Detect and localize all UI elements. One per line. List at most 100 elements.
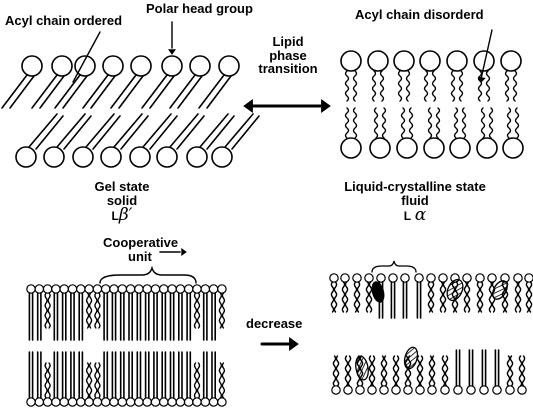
polar-head-lower [52,398,60,406]
wavy-tail [464,282,466,312]
wavy-tail [198,293,200,328]
wavy-tail [345,356,347,386]
polar-head-upper [201,285,209,293]
polar-head-upper [353,274,361,282]
gel-state-symbol: Lβ′ [95,207,150,225]
polar-head-upper [488,274,496,282]
wavy-tail [369,282,371,312]
wavy-tail [334,282,336,312]
wavy-tail [399,71,402,101]
polar-head-lower [397,138,417,158]
polar-head-lower [143,398,151,406]
polar-head-lower [60,398,68,406]
tail-line [64,116,91,149]
tail-line [232,116,259,149]
polar-head-lower [160,398,168,406]
polar-head-lower [101,147,121,167]
wavy-tail [410,108,413,138]
gel-state-label: Gel state solid Lβ′ [95,180,150,225]
wavy-tail [354,108,357,138]
wavy-tail [90,363,92,398]
wavy-tail [98,293,100,328]
transition-line-2: phase [258,49,317,63]
polar-head-upper [93,285,101,293]
wavy-tail [516,108,519,138]
tail-line [143,114,171,147]
wavy-tail [383,108,386,138]
wavy-tail [198,363,200,398]
polar-head-lower [209,398,217,406]
polar-head-upper [176,285,184,293]
polar-head-upper [219,56,239,76]
tail-line [200,114,228,147]
liquid-state-line-1: Liquid-crystalline state [344,180,486,194]
wavy-tail [354,71,357,101]
wavy-tail [477,282,479,312]
polar-head-lower [157,147,177,167]
polar-head-upper [102,285,110,293]
liquid-symbol-letter: L [404,209,411,223]
polar-head-upper [368,51,388,71]
wavy-tail [393,356,395,386]
polar-head-lower [218,398,226,406]
wavy-tail [373,71,376,101]
polar-head-lower [126,398,134,406]
transition-line-1: Lipid [258,35,317,49]
wavy-tail [429,108,432,138]
polar-head-group-label: Polar head group [146,2,253,16]
wavy-tail [372,356,374,386]
polar-head-upper [110,285,118,293]
polar-head-upper [118,285,126,293]
polar-head-upper [143,285,151,293]
wavy-tail [87,363,89,398]
wavy-tail [490,108,493,138]
polar-head-upper [341,274,349,282]
polar-head-lower [341,138,361,158]
wavy-tail [480,282,482,312]
wavy-tail [348,356,350,386]
wavy-tail [331,282,333,312]
wavy-tail [482,108,485,138]
wavy-tail [508,108,511,138]
polar-head-lower [380,386,388,394]
wavy-tail [429,356,431,386]
wavy-tail [487,71,490,101]
polar-head-upper [68,285,76,293]
pointer-arrowhead [169,50,175,54]
wavy-tail [467,282,469,312]
wavy-tail [336,356,338,386]
polar-head-lower [493,386,501,394]
polar-head-lower [68,398,76,406]
polar-head-lower [35,398,43,406]
wavy-tail [98,363,100,398]
polar-head-upper [427,274,435,282]
wavy-tail [95,293,97,328]
polar-head-lower [185,398,193,406]
wavy-tail [87,293,89,328]
polar-head-lower [77,398,85,406]
wavy-tail [346,71,349,101]
polar-head-upper [126,285,134,293]
wavy-tail [48,363,50,398]
wavy-tail [510,356,512,386]
hatched-inclusion [444,277,466,303]
polar-head-upper [27,285,35,293]
wavy-tail [431,282,433,312]
wavy-tail [45,293,47,328]
wavy-tail [222,293,224,328]
polar-head-upper [447,51,467,71]
wavy-tail [522,356,524,386]
wavy-tail [375,108,378,138]
polar-head-upper [501,51,521,71]
wavy-tail [407,71,410,101]
acyl-chain-ordered-label: Acyl chain ordered [5,14,122,28]
polar-head-upper [52,56,72,76]
wavy-tail [519,356,521,386]
polar-head-upper [389,274,397,282]
polar-head-upper [193,285,201,293]
polar-head-lower [392,386,400,394]
polar-head-lower [356,386,364,394]
wavy-tail [514,71,517,101]
polar-head-lower [404,386,412,394]
